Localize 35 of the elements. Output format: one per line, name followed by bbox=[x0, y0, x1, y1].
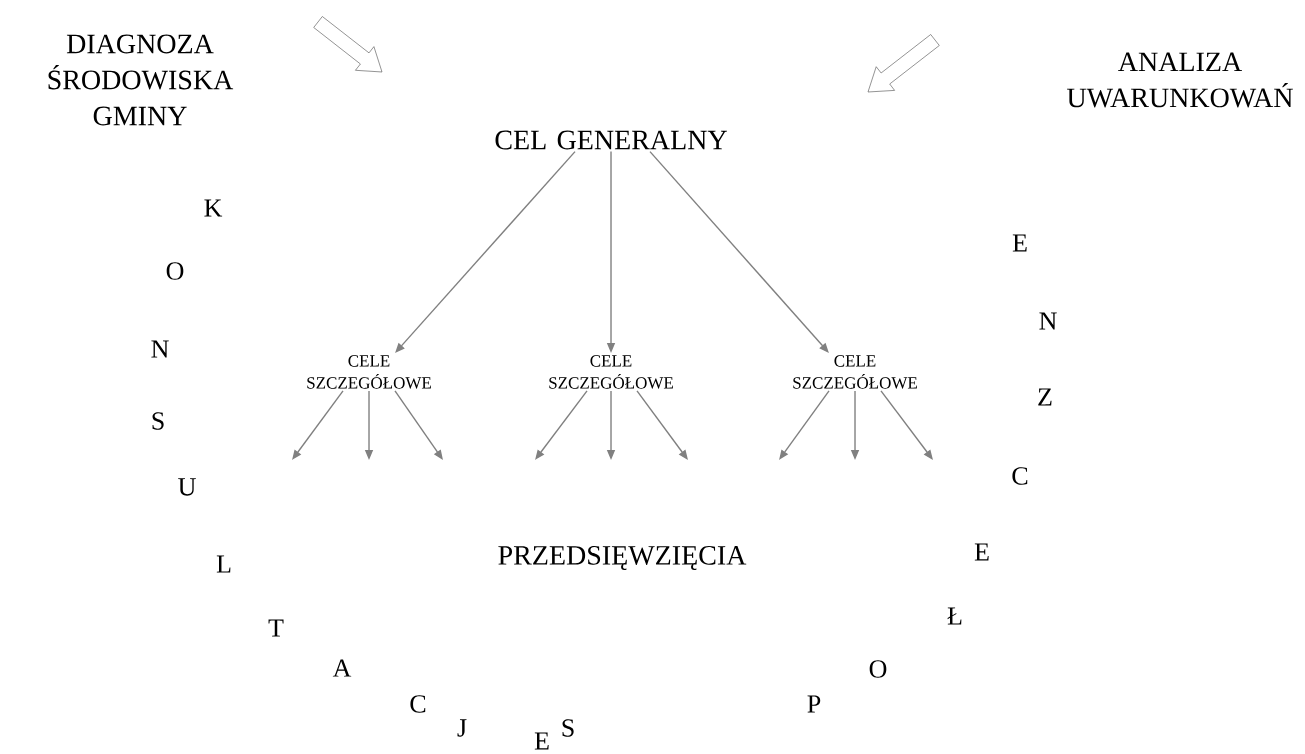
letter-label: O bbox=[166, 262, 184, 280]
letter-label: Ł bbox=[947, 607, 962, 625]
letter-label: E bbox=[974, 543, 989, 561]
subgoal-text: CELE SZCZEGÓŁOWE bbox=[307, 355, 431, 389]
arrow bbox=[292, 390, 344, 460]
arrow bbox=[395, 150, 576, 353]
arrow bbox=[535, 390, 588, 460]
arrow bbox=[649, 150, 829, 353]
letter-label: K bbox=[204, 199, 223, 217]
letter-label: T bbox=[268, 619, 284, 637]
arrow bbox=[779, 390, 830, 460]
letter-label: L bbox=[216, 555, 231, 573]
letter-label: P bbox=[807, 695, 821, 713]
letter-label: J bbox=[457, 719, 467, 737]
letter-label: A bbox=[332, 659, 352, 677]
heading-text: ANALIZA UWARUNKOWAŃ bbox=[1067, 52, 1293, 108]
letter-label: C bbox=[410, 695, 426, 713]
subgoal-text: CELE SZCZEGÓŁOWE bbox=[793, 355, 917, 389]
heading-text: DIAGNOZA ŚRODOWISKA GMINY bbox=[48, 34, 234, 126]
letter-label: S bbox=[562, 719, 574, 737]
letter-label: C bbox=[1012, 467, 1028, 485]
letter-label: O bbox=[869, 660, 887, 678]
goal-text: CEL GENERALNY bbox=[495, 130, 727, 150]
letter-label: N bbox=[151, 340, 169, 358]
letter-label: N bbox=[1039, 312, 1057, 330]
letter-label: U bbox=[178, 478, 196, 496]
letter-label: E bbox=[1012, 234, 1027, 252]
arrow bbox=[880, 390, 933, 460]
letter-label: S bbox=[152, 412, 164, 430]
letter-label: Z bbox=[1038, 388, 1052, 406]
arrow bbox=[394, 390, 443, 460]
arrow bbox=[636, 390, 688, 460]
project-text: PRZEDSIĘWZIĘCIA bbox=[498, 545, 747, 570]
letter-label: E bbox=[534, 732, 549, 750]
subgoal-text: CELE SZCZEGÓŁOWE bbox=[549, 355, 673, 389]
